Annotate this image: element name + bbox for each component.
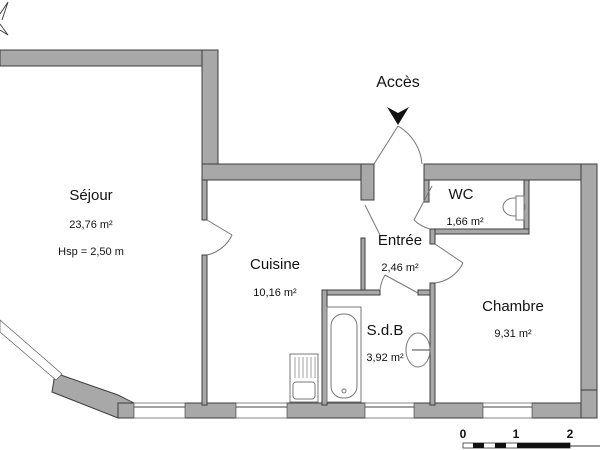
- room-area-sejour: 23,76 m²: [69, 219, 113, 231]
- fixtures: [289, 195, 526, 403]
- room-area-wc: 1,66 m²: [446, 216, 484, 228]
- scale-tick-2: 2: [566, 427, 574, 441]
- room-name-sdb: S.d.B: [366, 322, 404, 339]
- room-name-wc: WC: [448, 186, 474, 203]
- room-height-sejour: Hsp = 2,50 m: [58, 246, 124, 258]
- scale-tick-1: 1: [512, 427, 520, 441]
- scale-bar: [462, 442, 600, 449]
- scale-tick-0: 0: [459, 427, 467, 441]
- room-area-cuisine: 10,16 m²: [253, 287, 297, 299]
- room-name-chambre: Chambre: [482, 298, 544, 315]
- room-area-entree: 2,46 m²: [381, 262, 419, 274]
- access-arrow-icon: [387, 107, 409, 125]
- room-area-sdb: 3,92 m²: [366, 352, 404, 364]
- access-label: Accès: [376, 74, 420, 91]
- walls: [0, 49, 598, 419]
- partitions: [201, 179, 530, 406]
- windows: [0, 319, 533, 419]
- room-area-chambre: 9,31 m²: [494, 328, 532, 340]
- compass-icon: [0, 1, 9, 36]
- room-name-sejour: Séjour: [69, 187, 113, 204]
- doors: [206, 125, 464, 294]
- room-name-cuisine: Cuisine: [249, 256, 301, 273]
- room-name-entree: Entrée: [377, 232, 423, 249]
